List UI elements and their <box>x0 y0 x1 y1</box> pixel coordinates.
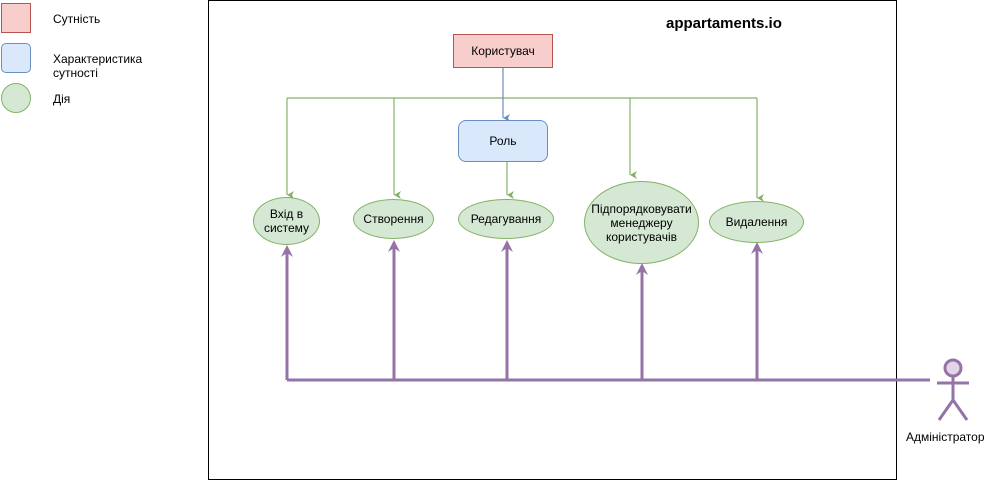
legend-attribute-label: Характеристика сутності <box>53 52 143 80</box>
legend-action-label: Дія <box>53 92 71 106</box>
legend: Сутність Характеристика сутності Дія <box>0 0 200 120</box>
admin-arrowheads <box>281 240 763 275</box>
legend-entity-swatch <box>1 3 31 33</box>
user-entity[interactable]: Користувач <box>453 34 553 68</box>
login-action[interactable]: Вхід в систему <box>253 197 320 245</box>
administrator-actor-icon <box>937 358 969 421</box>
create-action[interactable]: Створення <box>353 199 434 239</box>
legend-attribute-swatch <box>1 43 31 73</box>
delete-action[interactable]: Видалення <box>709 201 804 243</box>
legend-action-swatch <box>1 83 31 113</box>
edit-action[interactable]: Редагування <box>458 199 554 239</box>
role-attribute[interactable]: Роль <box>458 120 548 162</box>
administrator-label: Адміністратор <box>906 430 985 444</box>
legend-entity-label: Сутність <box>53 12 101 26</box>
assign-to-manager-action[interactable]: Підпорядковувати менеджеру користувачів <box>584 181 699 264</box>
diagram-title: appartaments.io <box>666 15 782 32</box>
user-actions-connector <box>286 97 764 202</box>
admin-actions-connector <box>285 247 930 382</box>
diagram-frame <box>208 0 897 480</box>
